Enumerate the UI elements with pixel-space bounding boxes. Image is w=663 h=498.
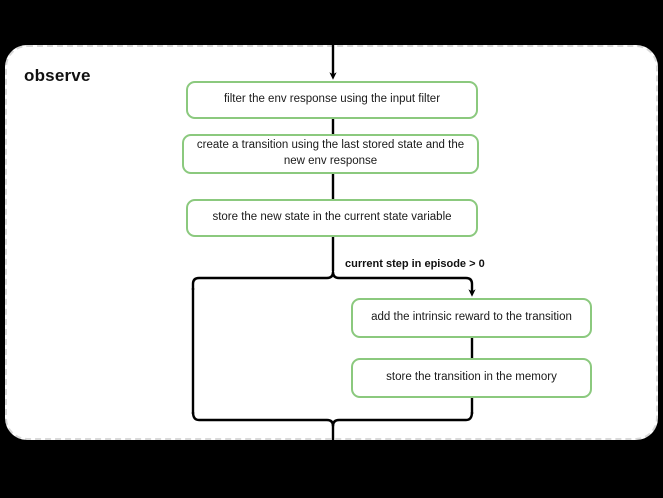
scope-title: observe bbox=[24, 66, 91, 85]
node-store-new-state[interactable]: store the new state in the current state… bbox=[186, 199, 478, 237]
node-filter-env-response[interactable]: filter the env response using the input … bbox=[186, 81, 478, 119]
edge-label-condition: current step in episode > 0 bbox=[345, 258, 485, 270]
node-store-transition-memory[interactable]: store the transition in the memory bbox=[351, 358, 592, 398]
node-add-intrinsic-reward[interactable]: add the intrinsic reward to the transiti… bbox=[351, 298, 592, 338]
node-create-transition[interactable]: create a transition using the last store… bbox=[182, 134, 479, 174]
